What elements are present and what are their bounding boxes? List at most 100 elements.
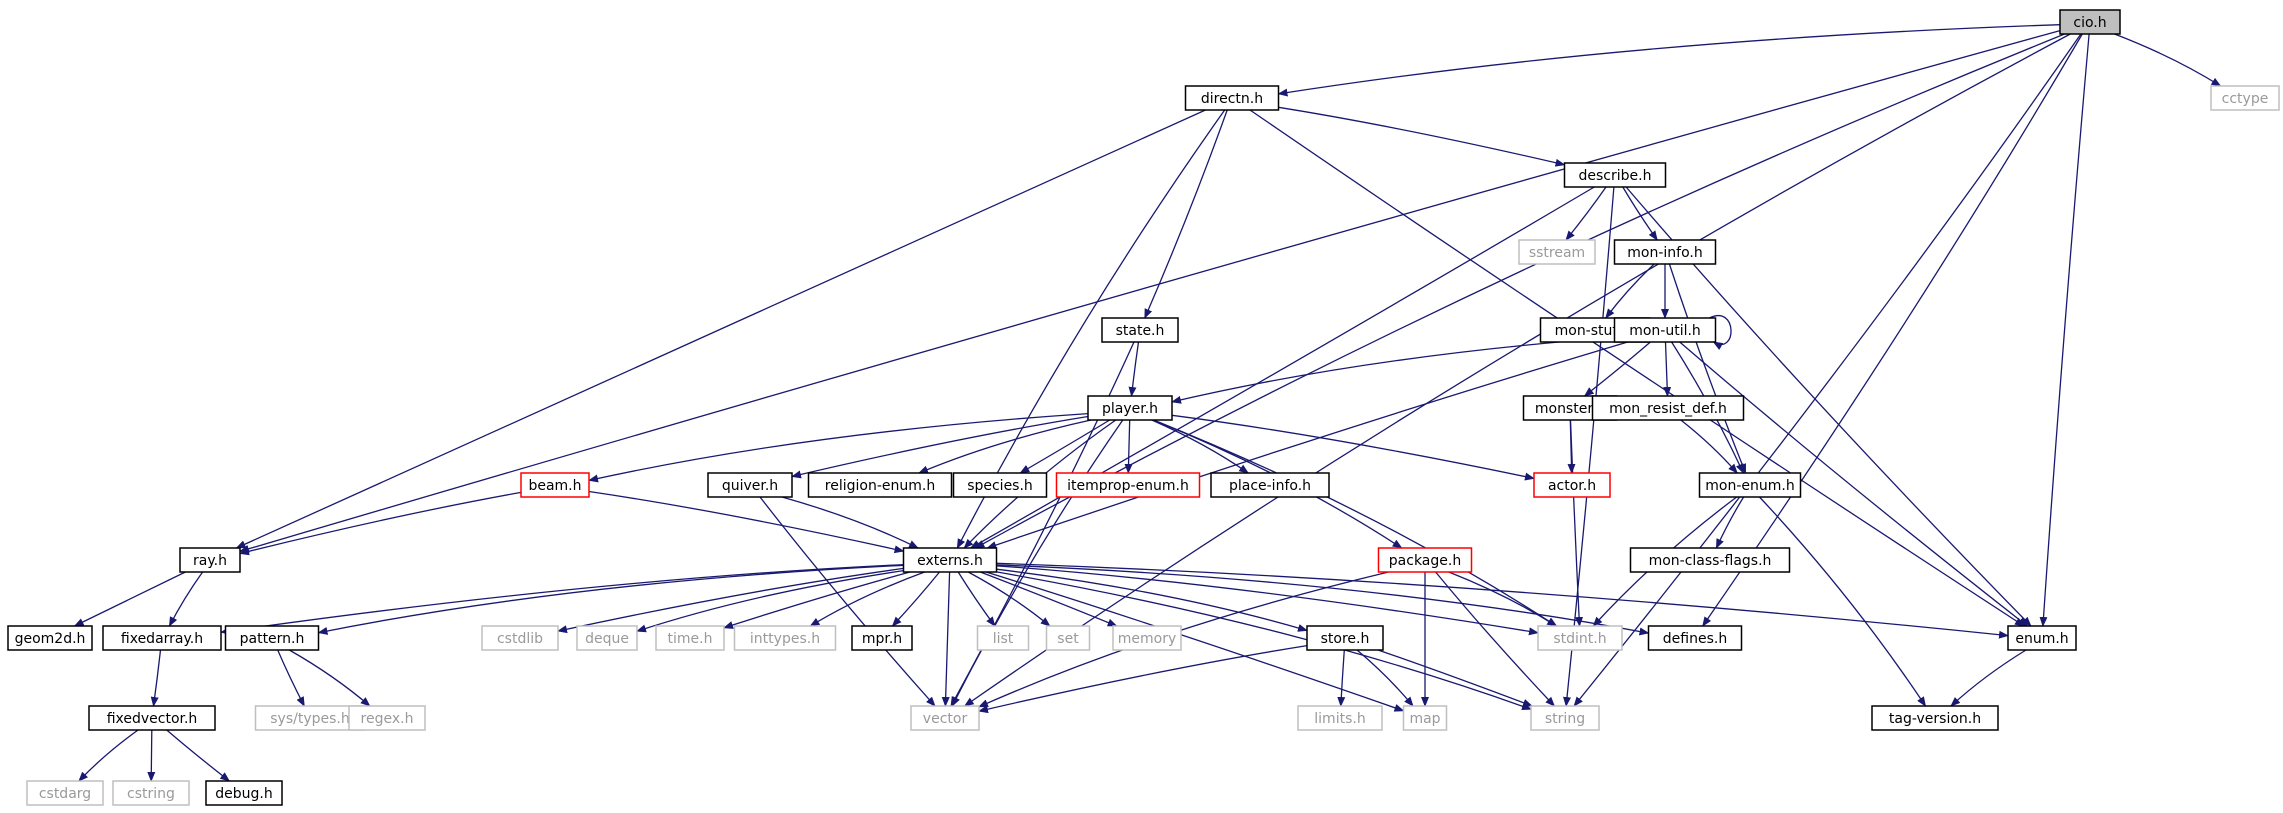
node-box bbox=[481, 625, 559, 651]
edge-pattern-h-to-sys-types-h bbox=[277, 649, 305, 707]
node-species-h[interactable]: species.h bbox=[952, 472, 1048, 498]
node-label: mon-class-flags.h bbox=[1649, 553, 1772, 569]
node-inttypes-h[interactable]: inttypes.h bbox=[733, 625, 837, 651]
edge-mon-util-h-to-enum-h bbox=[1679, 341, 2029, 627]
node-state-h[interactable]: state.h bbox=[1101, 317, 1179, 343]
edge-describe-h-to-sstream bbox=[1565, 186, 1607, 241]
node-label: fixedvector.h bbox=[107, 711, 198, 727]
node-actor-h[interactable]: actor.h bbox=[1533, 472, 1611, 498]
node-quiver-h[interactable]: quiver.h bbox=[707, 472, 793, 498]
node-set[interactable]: set bbox=[1045, 625, 1091, 651]
node-geom2d-h[interactable]: geom2d.h bbox=[7, 625, 93, 651]
node-label: map bbox=[1409, 711, 1440, 727]
node-fixedarray-h[interactable]: fixedarray.h bbox=[102, 625, 222, 651]
node-beam-h[interactable]: beam.h bbox=[520, 472, 590, 498]
node-box bbox=[1101, 317, 1179, 343]
edge-externs-h-to-pattern-h bbox=[317, 564, 904, 635]
edge-directn-h-to-describe-h bbox=[1278, 106, 1566, 167]
edge-package-h-to-stdint-h bbox=[1448, 571, 1558, 627]
node-label: debug.h bbox=[215, 786, 272, 802]
node-box bbox=[807, 472, 953, 498]
node-store-h[interactable]: store.h bbox=[1306, 625, 1384, 651]
edge-player-h-to-quiver-h bbox=[791, 415, 1089, 479]
node-box bbox=[1402, 705, 1448, 731]
node-package-h[interactable]: package.h bbox=[1377, 547, 1473, 573]
node-cstdarg[interactable]: cstdarg bbox=[26, 780, 104, 806]
node-box bbox=[1591, 395, 1745, 421]
node-fixedvector-h[interactable]: fixedvector.h bbox=[88, 705, 216, 731]
node-label: mon-info.h bbox=[1627, 245, 1702, 261]
node-label: inttypes.h bbox=[750, 631, 820, 647]
edge-mon-util-h-to-mon-util-h bbox=[1709, 315, 1732, 350]
node-religion-enum-h[interactable]: religion-enum.h bbox=[807, 472, 953, 498]
node-enum-h[interactable]: enum.h bbox=[2007, 625, 2077, 651]
node-label: pattern.h bbox=[240, 631, 305, 647]
node-map[interactable]: map bbox=[1402, 705, 1448, 731]
node-box bbox=[976, 625, 1030, 651]
node-itemprop-enum-h[interactable]: itemprop-enum.h bbox=[1055, 472, 1201, 498]
node-label: state.h bbox=[1116, 323, 1165, 339]
node-label: sys/types.h bbox=[270, 711, 349, 727]
node-box bbox=[1871, 705, 1999, 731]
node-list[interactable]: list bbox=[976, 625, 1030, 651]
node-pattern-h[interactable]: pattern.h bbox=[224, 625, 320, 651]
node-mon-resist-def-h[interactable]: mon_resist_def.h bbox=[1591, 395, 1745, 421]
node-box bbox=[2059, 9, 2121, 35]
node-label: geom2d.h bbox=[15, 631, 86, 647]
node-box bbox=[1377, 547, 1473, 573]
edge-cio-h-to-vector bbox=[963, 33, 2071, 707]
edge-externs-h-to-string bbox=[996, 571, 1532, 711]
edge-cio-h-to-externs-h bbox=[974, 33, 2065, 549]
edge-cio-h-to-directn-h bbox=[1277, 24, 2061, 97]
node-label: cio.h bbox=[2073, 15, 2106, 31]
node-label: enum.h bbox=[2015, 631, 2068, 647]
node-cstring[interactable]: cstring bbox=[112, 780, 190, 806]
node-describe-h[interactable]: describe.h bbox=[1563, 162, 1667, 188]
node-sstream[interactable]: sstream bbox=[1518, 239, 1596, 265]
node-mon-util-h[interactable]: mon-util.h bbox=[1613, 317, 1717, 343]
node-sys-types-h[interactable]: sys/types.h bbox=[254, 705, 366, 731]
node-memory[interactable]: memory bbox=[1112, 625, 1182, 651]
node-deque[interactable]: deque bbox=[576, 625, 638, 651]
node-directn-h[interactable]: directn.h bbox=[1184, 85, 1280, 111]
node-ray-h[interactable]: ray.h bbox=[179, 547, 241, 573]
node-label: defines.h bbox=[1663, 631, 1727, 647]
node-tag-version-h[interactable]: tag-version.h bbox=[1871, 705, 1999, 731]
node-box bbox=[205, 780, 283, 806]
node-box bbox=[88, 705, 216, 731]
node-string[interactable]: string bbox=[1530, 705, 1600, 731]
node-stdint-h[interactable]: stdint.h bbox=[1537, 625, 1623, 651]
node-regex-h[interactable]: regex.h bbox=[348, 705, 426, 731]
node-label: cstring bbox=[127, 786, 175, 802]
node-box bbox=[179, 547, 241, 573]
node-time-h[interactable]: time.h bbox=[655, 625, 725, 651]
edge-mon-resist-def-h-to-mon-enum-h bbox=[1680, 419, 1738, 474]
node-mpr-h[interactable]: mpr.h bbox=[851, 625, 913, 651]
edge-mon-info-h-to-mon-stuff-h bbox=[1605, 263, 1655, 319]
node-limits-h[interactable]: limits.h bbox=[1297, 705, 1383, 731]
node-defines-h[interactable]: defines.h bbox=[1647, 625, 1743, 651]
edge-fixedvector-h-to-debug-h bbox=[166, 729, 231, 782]
node-cstdlib[interactable]: cstdlib bbox=[481, 625, 559, 651]
node-place-info-h[interactable]: place-info.h bbox=[1210, 472, 1330, 498]
node-label: species.h bbox=[967, 478, 1033, 494]
node-cio-h[interactable]: cio.h bbox=[2059, 9, 2121, 35]
edge-externs-h-to-time-h bbox=[723, 571, 911, 629]
node-box bbox=[1629, 547, 1791, 573]
edge-directn-h-to-enum-h bbox=[1249, 109, 2025, 627]
node-mon-enum-h[interactable]: mon-enum.h bbox=[1698, 472, 1802, 498]
edge-directn-h-to-state-h bbox=[1144, 109, 1228, 319]
node-cctype[interactable]: cctype bbox=[2210, 85, 2280, 111]
node-debug-h[interactable]: debug.h bbox=[205, 780, 283, 806]
edge-mon-enum-h-to-tag-version-h bbox=[1759, 496, 1927, 707]
node-box bbox=[1518, 239, 1596, 265]
node-player-h[interactable]: player.h bbox=[1087, 395, 1173, 421]
node-mon-class-flags-h[interactable]: mon-class-flags.h bbox=[1629, 547, 1791, 573]
node-label: beam.h bbox=[528, 478, 581, 494]
node-mon-info-h[interactable]: mon-info.h bbox=[1613, 239, 1717, 265]
node-vector[interactable]: vector bbox=[910, 705, 980, 731]
edge-fixedvector-h-to-cstring bbox=[147, 729, 156, 782]
node-externs-h[interactable]: externs.h bbox=[902, 547, 998, 573]
node-box bbox=[1184, 85, 1280, 111]
